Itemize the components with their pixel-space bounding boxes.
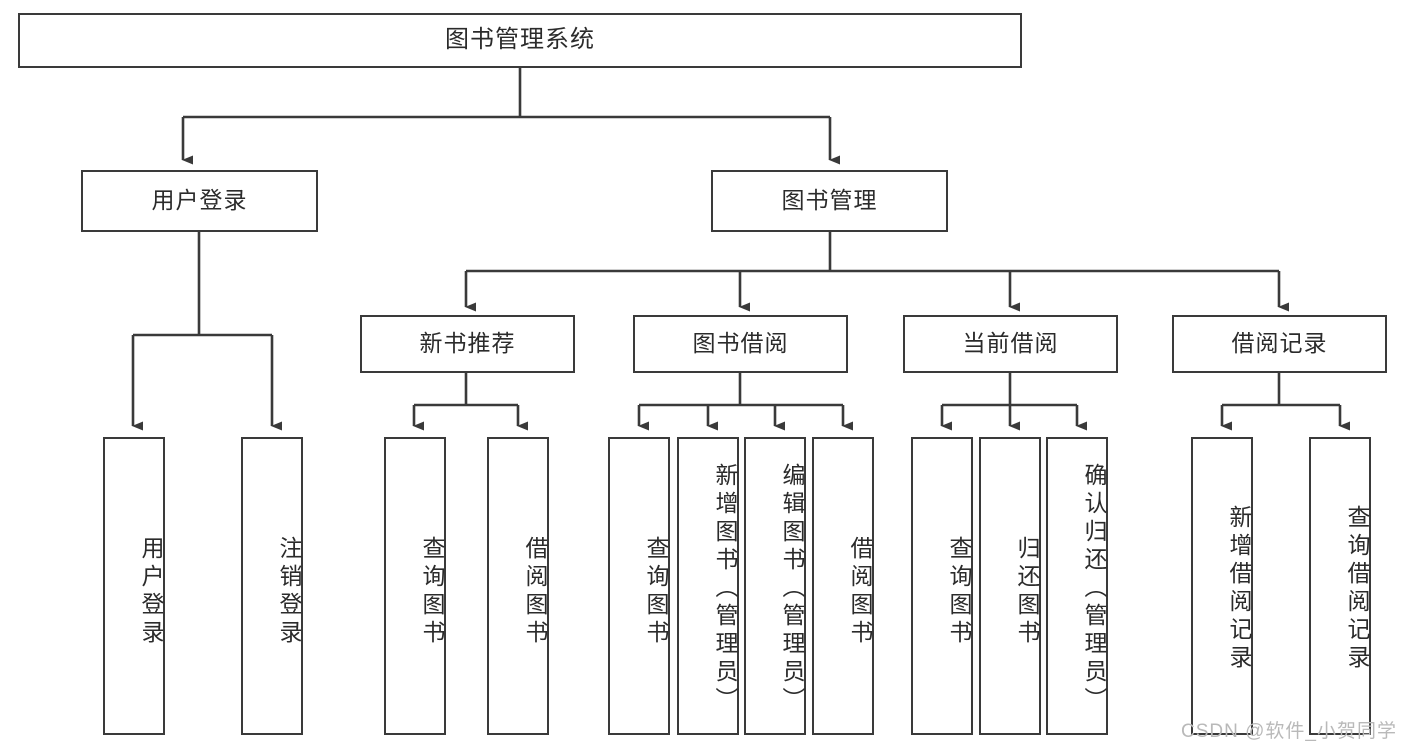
node-leaf-confirm-return-label: 确认归还（管理员） (1081, 463, 1107, 715)
node-user-login-label: 用户登录 (151, 187, 248, 214)
node-leaf-user-login[interactable]: 用户登录 (103, 437, 165, 735)
node-leaf-edit-book[interactable]: 编辑图书（管理员） (744, 437, 806, 735)
node-user-login[interactable]: 用户登录 (81, 170, 318, 232)
node-current-borrow-label: 当前借阅 (962, 330, 1059, 357)
node-leaf-query-book-3-label: 查询图书 (946, 536, 972, 648)
node-leaf-add-book-label: 新增图书（管理员） (712, 463, 738, 715)
node-root[interactable]: 图书管理系统 (18, 13, 1022, 68)
node-leaf-add-record[interactable]: 新增借阅记录 (1191, 437, 1253, 735)
node-leaf-query-record[interactable]: 查询借阅记录 (1309, 437, 1371, 735)
node-book-borrow[interactable]: 图书借阅 (633, 315, 848, 373)
node-leaf-query-book-1[interactable]: 查询图书 (384, 437, 446, 735)
node-leaf-borrow-book-1[interactable]: 借阅图书 (487, 437, 549, 735)
node-leaf-query-book-3[interactable]: 查询图书 (911, 437, 973, 735)
node-leaf-query-book-2[interactable]: 查询图书 (608, 437, 670, 735)
node-leaf-add-record-label: 新增借阅记录 (1226, 505, 1252, 673)
node-leaf-add-book[interactable]: 新增图书（管理员） (677, 437, 739, 735)
node-leaf-logout-label: 注销登录 (276, 536, 302, 648)
node-leaf-query-record-label: 查询借阅记录 (1344, 505, 1370, 673)
node-book-borrow-label: 图书借阅 (692, 330, 789, 357)
node-current-borrow[interactable]: 当前借阅 (903, 315, 1118, 373)
node-leaf-return-book-label: 归还图书 (1014, 536, 1040, 648)
node-root-label: 图书管理系统 (445, 26, 595, 54)
node-book-manage-label: 图书管理 (781, 187, 878, 214)
node-leaf-confirm-return[interactable]: 确认归还（管理员） (1046, 437, 1108, 735)
node-leaf-edit-book-label: 编辑图书（管理员） (779, 463, 805, 715)
node-leaf-logout[interactable]: 注销登录 (241, 437, 303, 735)
node-leaf-query-book-1-label: 查询图书 (419, 536, 445, 648)
node-leaf-borrow-book-2[interactable]: 借阅图书 (812, 437, 874, 735)
watermark: CSDN @软件_小贺同学 (1181, 721, 1397, 742)
node-leaf-borrow-book-2-label: 借阅图书 (847, 536, 873, 648)
node-leaf-return-book[interactable]: 归还图书 (979, 437, 1041, 735)
node-leaf-borrow-book-1-label: 借阅图书 (522, 536, 548, 648)
node-leaf-user-login-label: 用户登录 (138, 536, 164, 648)
node-borrow-record[interactable]: 借阅记录 (1172, 315, 1387, 373)
node-new-book-rec[interactable]: 新书推荐 (360, 315, 575, 373)
node-leaf-query-book-2-label: 查询图书 (643, 536, 669, 648)
node-new-book-rec-label: 新书推荐 (419, 330, 516, 357)
node-borrow-record-label: 借阅记录 (1231, 330, 1328, 357)
node-book-manage[interactable]: 图书管理 (711, 170, 948, 232)
